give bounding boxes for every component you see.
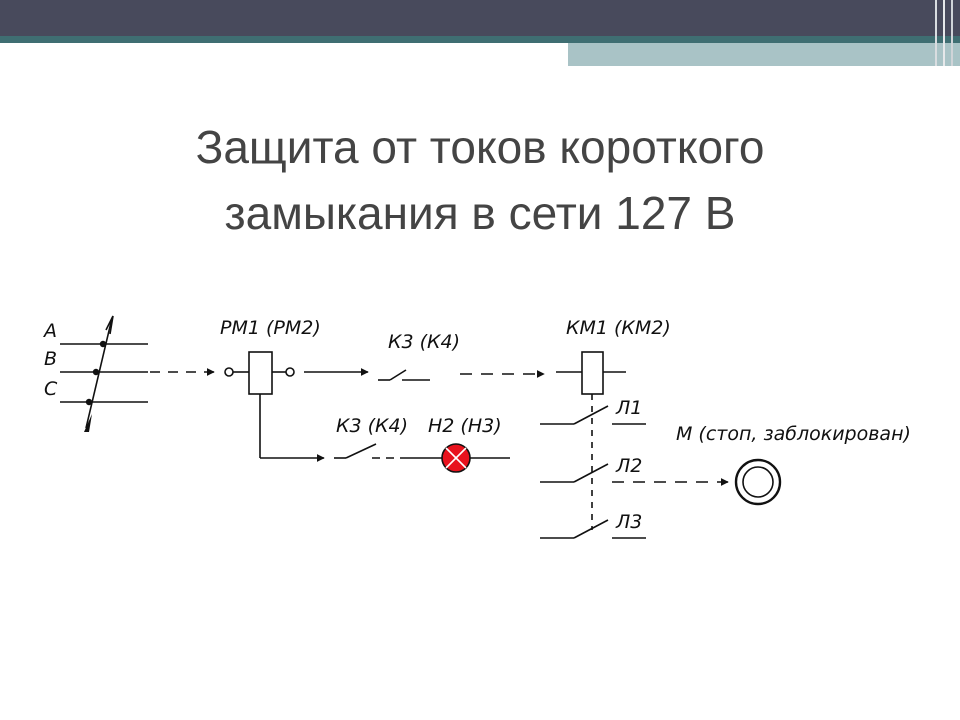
slide-title: Защита от токов короткого замыкания в се… [60, 114, 900, 246]
slide-top-bar [0, 0, 960, 36]
power-contact-l3 [573, 519, 609, 539]
slide-accent-band-dark [0, 36, 960, 43]
relay-label: РМ1 (РМ2) [220, 317, 321, 339]
line-label-l3: Л3 [615, 511, 642, 533]
phase-label-a: A [42, 320, 57, 342]
slide-accent-band-light [568, 43, 960, 66]
page-curl-decoration [935, 0, 953, 66]
relay-terminal-left [224, 367, 234, 377]
contactor-coil-km1 [581, 351, 604, 395]
contact-bottom-label: К3 (К4) [336, 415, 408, 437]
motor-symbol [734, 458, 782, 506]
motor-label: М (стоп, заблокирован) [676, 423, 911, 445]
phase-label-b: B [44, 348, 57, 370]
lamp-label: Н2 (Н3) [428, 415, 502, 437]
lightning-mark-top [105, 315, 114, 335]
slide-title-line-2: замыкания в сети 127 В [224, 187, 736, 239]
contactor-label: КМ1 (КМ2) [566, 317, 671, 339]
power-contact-l1 [573, 405, 609, 425]
phase-bus-group [60, 315, 148, 429]
slide-title-line-1: Защита от токов короткого [195, 121, 765, 173]
power-contact-l2 [573, 463, 609, 483]
relay-coil-rm1 [248, 351, 273, 395]
phase-label-c: C [44, 378, 58, 400]
signal-lamp-h2 [441, 443, 471, 473]
contact-k3-top [389, 369, 407, 381]
contact-k3-bottom [345, 443, 377, 459]
short-circuit-dots [84, 340, 107, 432]
relay-terminal-right [285, 367, 295, 377]
line-label-l1: Л1 [615, 397, 642, 419]
contact-top-label: К3 (К4) [388, 331, 460, 353]
line-label-l2: Л2 [615, 455, 642, 477]
